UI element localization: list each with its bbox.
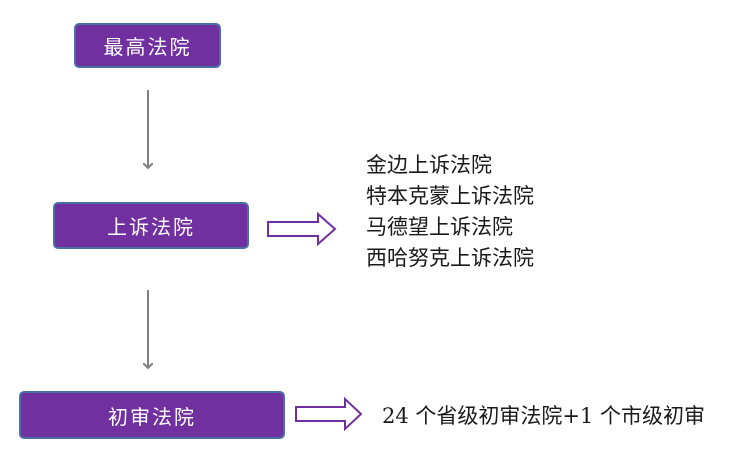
appeal-court-node: 上诉法院: [53, 202, 249, 249]
trial-court-node: 初审法院: [19, 391, 285, 439]
supreme-court-node: 最高法院: [74, 23, 221, 68]
appeal-court-item: 西哈努克上诉法院: [366, 246, 534, 270]
appeal-court-item: 金边上诉法院: [366, 153, 492, 177]
appeal-court-label: 上诉法院: [107, 215, 195, 239]
block-arrow-appeal-right: [267, 211, 337, 247]
appeal-court-list: 金边上诉法院 特本克蒙上诉法院 马德望上诉法院 西哈努克上诉法院: [366, 150, 534, 274]
block-arrow-trial-right: [295, 396, 363, 432]
supreme-court-label: 最高法院: [103, 35, 192, 59]
appeal-court-item: 特本克蒙上诉法院: [366, 184, 534, 208]
trial-court-label: 初审法院: [108, 404, 196, 429]
appeal-court-item: 马德望上诉法院: [366, 215, 513, 239]
trial-court-note: 24 个省级初审法院+1 个市级初审: [382, 404, 706, 428]
